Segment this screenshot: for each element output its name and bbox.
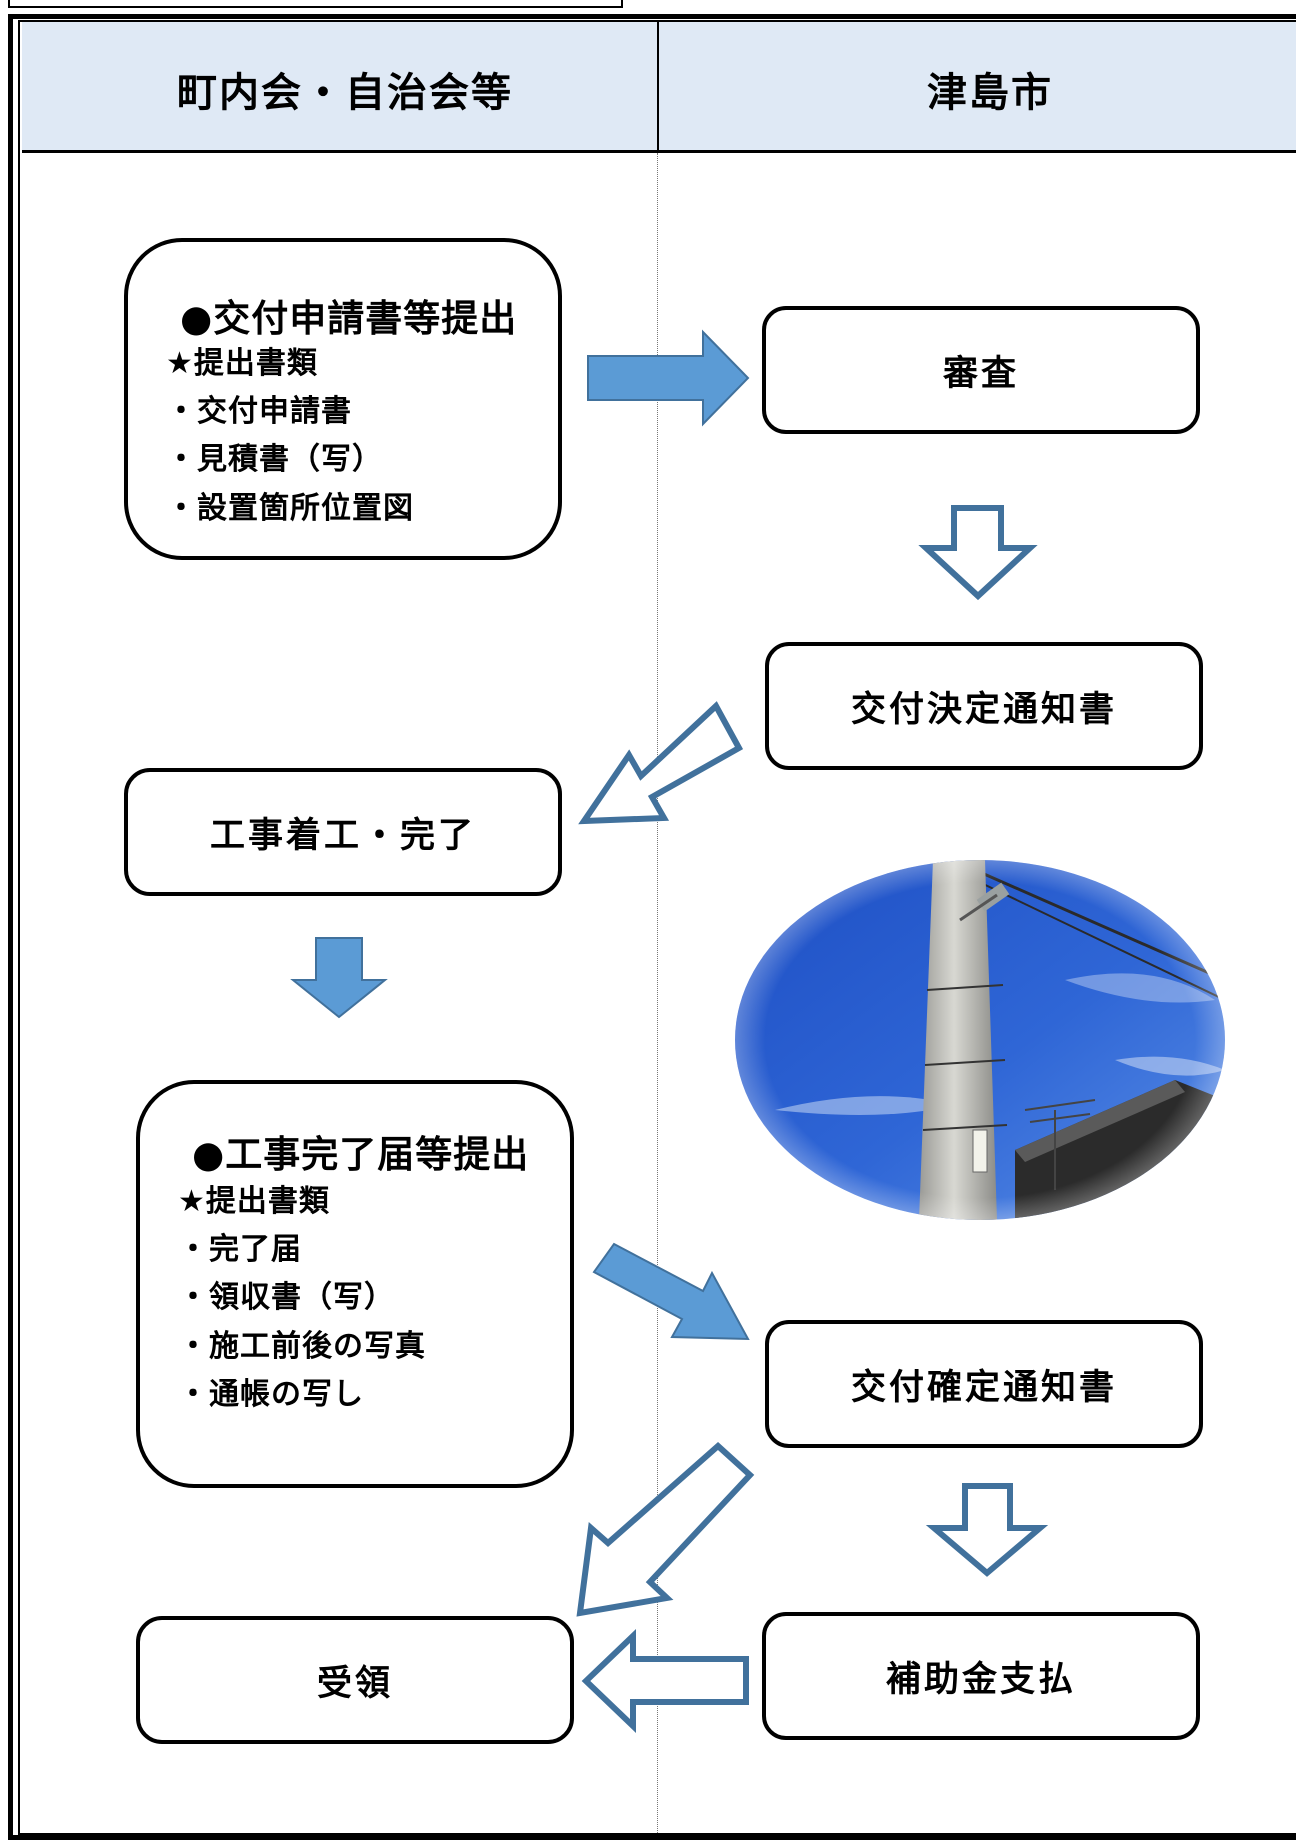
table-header-row bbox=[22, 22, 1296, 153]
header-left-label: 町内会・自治会等 bbox=[177, 70, 513, 116]
completion-box: ●工事完了届等提出 ★提出書類 ・完了届 ・領収書（写） ・施工前後の写真 ・通… bbox=[136, 1080, 574, 1488]
arrow-down-solid bbox=[290, 937, 388, 1019]
apply-box: ●交付申請書等提出 ★提出書類 ・交付申請書 ・見積書（写） ・設置箇所位置図 bbox=[124, 238, 562, 560]
arrow-diagonal-solid bbox=[592, 1242, 750, 1341]
completion-item: ・領収書（写） bbox=[178, 1280, 395, 1315]
outer-frame bbox=[8, 14, 1296, 1840]
arrow-left-outline bbox=[581, 1628, 749, 1734]
arrow-right-solid bbox=[587, 329, 750, 427]
completion-item: ・通帳の写し bbox=[178, 1377, 364, 1412]
completion-item: ・完了届 bbox=[178, 1232, 302, 1267]
arrow-down-outline-2 bbox=[925, 1483, 1049, 1577]
arrow-diagonal-outline-2 bbox=[576, 1441, 755, 1617]
payment-box: 補助金支払 bbox=[762, 1612, 1200, 1740]
inner-frame bbox=[18, 20, 1296, 1835]
header-column-divider bbox=[657, 22, 659, 153]
completion-item: ・施工前後の写真 bbox=[178, 1329, 426, 1364]
receipt-box: 受領 bbox=[136, 1616, 574, 1744]
apply-title: ●交付申請書等提出 bbox=[180, 297, 518, 340]
header-right-label: 津島市 bbox=[927, 70, 1053, 116]
photo-vignette bbox=[735, 860, 1225, 1220]
apply-item: ・交付申請書 bbox=[166, 394, 352, 429]
arrow-down-outline bbox=[918, 505, 1038, 601]
construction-box: 工事着工・完了 bbox=[124, 768, 562, 896]
confirm-box: 交付確定通知書 bbox=[765, 1320, 1203, 1448]
apply-item: ・見積書（写） bbox=[166, 442, 383, 477]
arrow-diagonal-outline bbox=[578, 701, 744, 825]
column-divider bbox=[657, 153, 658, 1833]
completion-title: ●工事完了届等提出 bbox=[192, 1133, 530, 1176]
review-box: 審査 bbox=[762, 306, 1200, 434]
top-tab-box bbox=[8, 0, 623, 8]
apply-item: ★提出書類 bbox=[166, 346, 318, 381]
decision-box: 交付決定通知書 bbox=[765, 642, 1203, 770]
completion-item: ★提出書類 bbox=[178, 1184, 330, 1219]
apply-item: ・設置箇所位置図 bbox=[166, 491, 414, 526]
